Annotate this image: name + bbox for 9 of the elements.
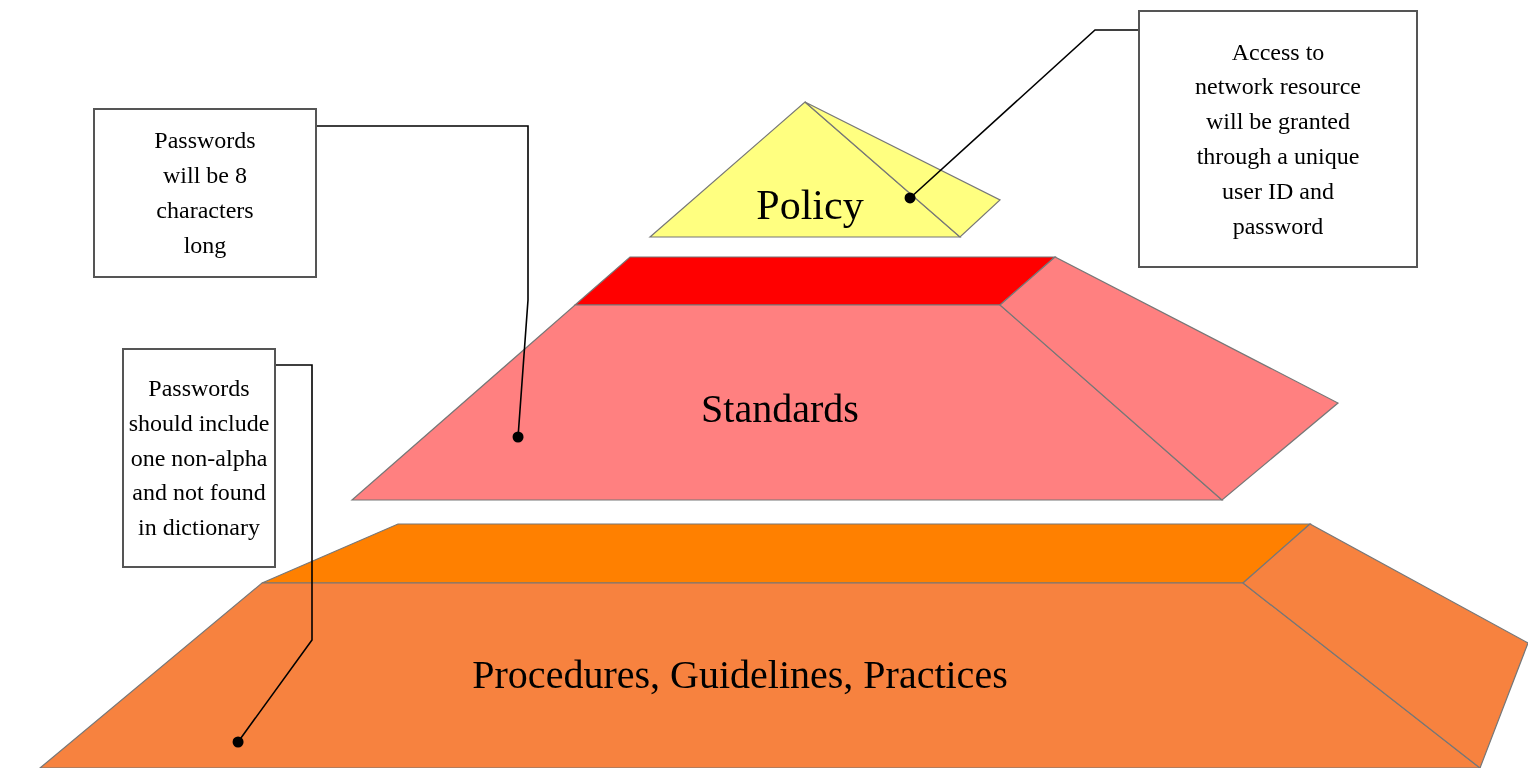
layer-label: Policy xyxy=(756,181,864,229)
layer-label: Standards xyxy=(701,384,859,432)
leader-line xyxy=(232,364,313,748)
leader-line xyxy=(316,125,529,443)
leader-line xyxy=(904,29,1139,204)
layer-label: Procedures, Guidelines, Practices xyxy=(472,650,1008,698)
callout-note: Access to network resource will be granted through a unique user ID and password xyxy=(1138,10,1418,268)
callout-note: Passwords will be 8 characters long xyxy=(93,108,317,278)
callout-note: Passwords should include one non-alpha and not found in dictionary xyxy=(122,348,276,568)
